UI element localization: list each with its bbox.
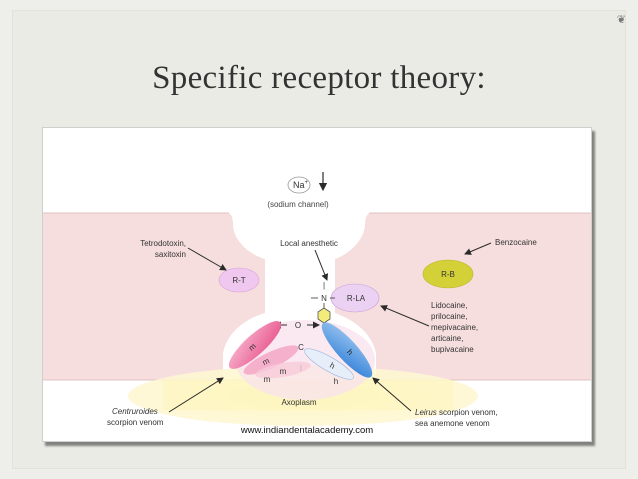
na-ion-circle — [287, 176, 311, 194]
state-c-label: C — [298, 343, 304, 352]
m-gate-pink-3 — [255, 361, 311, 379]
centruroides-label: Centruroides — [112, 407, 158, 416]
watermark-url[interactable]: www.indiandentalacademy.com — [240, 425, 373, 436]
local-anesthetic-arrow — [314, 249, 329, 281]
drug-bupivacaine: bupivacaine — [431, 345, 474, 354]
gate-m-label-2: m — [261, 356, 271, 367]
axoplasm-label: Axoplasm — [281, 398, 316, 407]
n-bar-label: | — [323, 281, 325, 290]
n-label: N — [321, 294, 327, 303]
tetrodotoxin-label: Tetrodotoxin, — [140, 239, 186, 248]
gate-h-label-3: h — [334, 377, 338, 386]
leirus-arrow — [372, 377, 412, 412]
drug-list-arrow — [380, 305, 430, 327]
slide-title: Specific receptor theory: — [152, 60, 486, 96]
receptor-diagram: Na+ (sodium channel) Tetrodotoxin, saxit… — [42, 127, 592, 442]
gate-m-label-3: m — [280, 367, 287, 376]
h-gate-blue-1 — [321, 322, 373, 378]
receptor-rt-label: R-T — [232, 276, 245, 285]
centruroides-arrow — [168, 377, 224, 413]
na-label: Na+ — [293, 180, 309, 190]
m-gate-pink-2 — [243, 345, 299, 375]
centruroides-venom-label: scorpion venom — [107, 418, 164, 427]
receptor-rb-label: R-B — [441, 270, 455, 279]
m-gate-pink-1 — [228, 321, 282, 369]
receptor-rb — [422, 259, 474, 289]
gate-m-label-4: m — [264, 375, 271, 384]
drug-articaine: articaine, — [431, 334, 463, 343]
local-anesthetic-label: Local anesthetic — [280, 239, 338, 248]
membrane-band — [43, 213, 265, 380]
drug-prilocaine: prilocaine, — [431, 312, 467, 321]
gate-h-label-2: h — [328, 361, 336, 371]
h-gate-blue-2 — [304, 348, 354, 380]
receptor-rla-label: R-LA — [347, 294, 366, 303]
sodium-channel-label: (sodium channel) — [267, 200, 329, 209]
gate-h-label-1: h — [345, 348, 355, 357]
benzocaine-arrow — [464, 242, 492, 255]
gate-m-label-1: m — [247, 341, 258, 352]
drug-lidocaine: Lidocaine, — [431, 301, 467, 310]
state-o-label: O — [295, 321, 301, 330]
receptor-rt — [218, 267, 260, 293]
membrane-band-right — [335, 213, 591, 380]
aromatic-ring-icon — [317, 307, 331, 324]
diagram-svg: Na+ (sodium channel) Tetrodotoxin, saxit… — [43, 172, 591, 436]
leirus-label: Leirus scorpion venom, — [415, 408, 498, 417]
saxitoxin-label: saxitoxin — [155, 250, 186, 259]
tetrodotoxin-arrow — [187, 247, 227, 271]
benzocaine-label: Benzocaine — [495, 238, 537, 247]
leirus-venom-label: sea anemone venom — [415, 419, 490, 428]
corner-ornament-icon: ❦ — [616, 14, 626, 26]
drug-mepivacaine: mepivacaine, — [431, 323, 478, 332]
